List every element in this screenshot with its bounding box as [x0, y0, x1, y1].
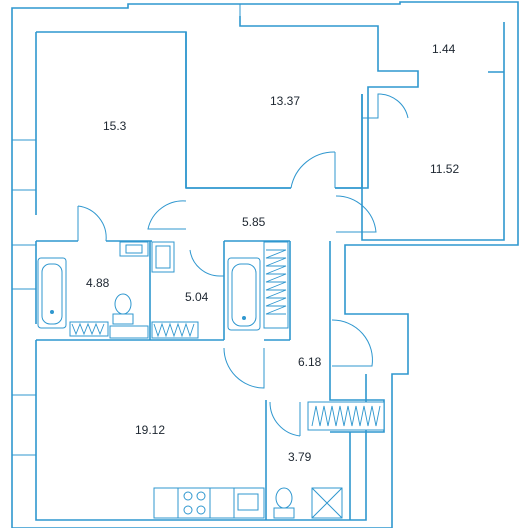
wall-corridor-right	[329, 241, 385, 433]
fixtures	[37, 241, 385, 519]
door-bath-left	[77, 205, 107, 242]
outer-wall-outline	[11, 1, 519, 528]
area-label-hall: 5.85	[242, 215, 266, 229]
toilet-wc	[275, 487, 293, 509]
area-label-bathroom-center: 5.04	[185, 290, 209, 304]
door-center-bedroom	[290, 151, 336, 189]
bathtub-center-drain	[242, 316, 246, 320]
door-right-bedroom-2	[335, 195, 377, 233]
area-label-living-kitchen: 19.12	[135, 423, 165, 437]
bathtub-center	[227, 257, 261, 331]
area-label-bedroom-center: 13.37	[270, 94, 300, 108]
closet-corridor-hatch	[311, 405, 381, 427]
door-wc	[269, 401, 301, 437]
area-label-bedroom-left: 15.3	[103, 119, 127, 133]
storage-center-hatch	[153, 322, 195, 338]
stove-burner-4	[196, 505, 206, 515]
toilet-wc-tank	[273, 507, 295, 519]
toilet-left	[114, 293, 132, 315]
toilet-left-tank	[112, 313, 134, 325]
stove-burner-1	[183, 491, 193, 501]
area-label-balcony: 1.44	[432, 42, 456, 56]
cabinet-left	[109, 325, 149, 339]
area-label-corridor: 6.18	[298, 355, 322, 369]
area-labels: 1.44 15.3 13.37 11.52 5.85 4.88 5.04 6.1…	[86, 42, 459, 464]
bathtub-left-inner	[41, 263, 63, 325]
bathtub-left-drain	[50, 310, 54, 314]
sink-left-basin	[125, 244, 143, 254]
kitchen-sink	[237, 493, 259, 511]
shaft-cross	[311, 487, 343, 519]
shelf-center	[263, 241, 289, 329]
door-left-bedroom	[147, 200, 187, 230]
sink-center-basin	[155, 245, 171, 269]
window-left-2	[11, 244, 37, 290]
area-label-wc: 3.79	[288, 450, 312, 464]
sink-left	[119, 241, 149, 257]
storage-left-hatch	[71, 322, 105, 336]
stove-burner-2	[196, 491, 206, 501]
shelf-center-hatch	[265, 249, 287, 315]
area-label-bedroom-right: 11.52	[430, 162, 459, 176]
storage-center	[151, 321, 199, 339]
door-bath-center	[189, 249, 224, 277]
interior-walls	[36, 32, 385, 520]
bathtub-center-inner	[231, 263, 257, 327]
door-right-bedroom	[362, 93, 409, 119]
stove-burner-3	[183, 505, 193, 515]
kitchen-counter	[153, 487, 265, 519]
doors	[77, 93, 409, 437]
sink-center	[151, 241, 175, 273]
door-corridor-right	[331, 319, 373, 367]
window-left-1	[11, 139, 37, 191]
window-left-3	[11, 394, 37, 456]
area-label-bathroom-left: 4.88	[86, 276, 110, 290]
bathtub-left	[37, 257, 67, 329]
door-living	[223, 347, 265, 389]
